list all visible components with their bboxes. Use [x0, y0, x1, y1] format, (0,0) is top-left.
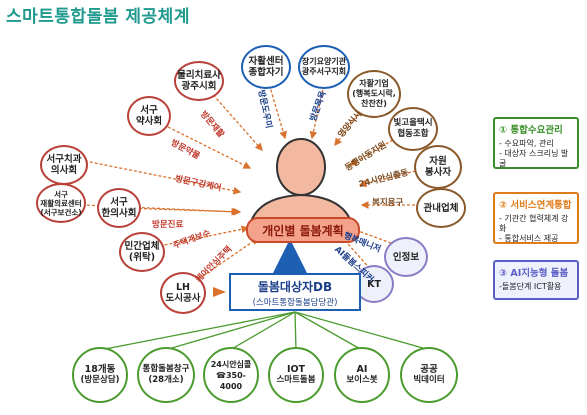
care-recipient-db: 돌봄대상자DB (스마트통합돌봄담당관) — [229, 273, 361, 311]
label-welfare: 복지용구 — [372, 198, 404, 208]
db-subtitle: (스마트통합돌봄담당관) — [252, 298, 338, 308]
page-title: 스마트통합돌봄 제공체계 — [6, 7, 190, 27]
panel-demand-management: ① 통합수요관리 - 수요파악, 관리 - 대상자 스크리닝 발굴 — [493, 117, 579, 169]
db-title: 돌봄대상자DB — [257, 280, 333, 294]
bottom-care-window: 통합돌봄창구(28개소) — [137, 347, 195, 403]
label-visit-treatment: 방문진료 — [152, 220, 184, 230]
node-private-company: 민간업체(위탁) — [119, 232, 165, 272]
node-insight: 인정보 — [384, 237, 428, 277]
bottom-24h-call: 24시안심콜☎350-4000 — [203, 347, 259, 403]
node-social-enterprise: 자활기업(행복도시락,찬찬찬) — [347, 70, 401, 118]
node-local-company: 관내업체 — [416, 188, 466, 228]
bottom-visit-counsel: 18개동(방문상담) — [72, 347, 128, 403]
panel-service-integration: ② 서비스연계통합 - 기관간 협력체계 강화 - 통합서비스 제공 — [493, 192, 579, 244]
care-plan-label: 개인별 돌봄계획 — [246, 217, 360, 243]
panel-ai-care: ③ AI지능형 돌봄 -돌봄단계 ICT활용 — [493, 260, 579, 300]
